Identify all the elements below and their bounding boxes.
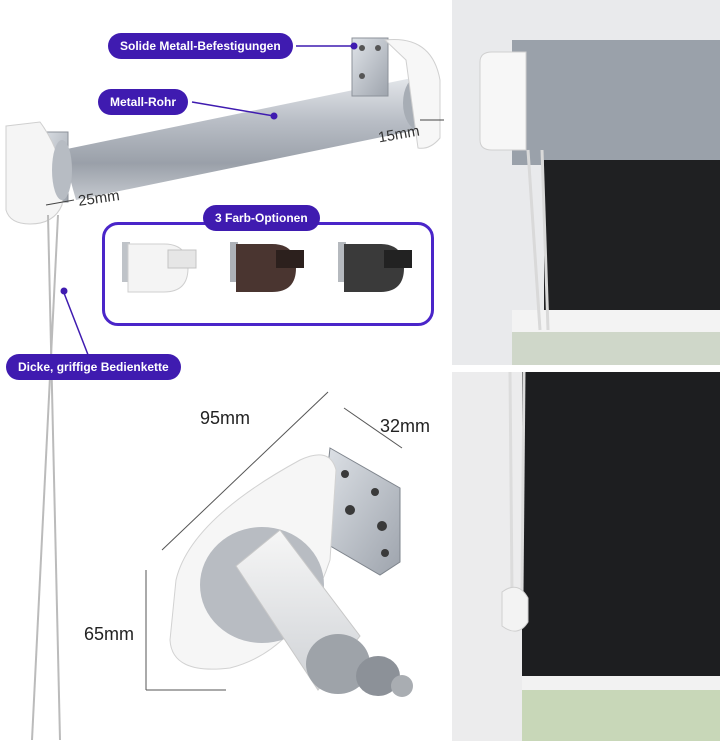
bead-chain-illustration [31, 214, 61, 741]
chain-marker [60, 287, 68, 295]
dim-width: 95mm [200, 408, 251, 428]
mounts-label: Solide Metall-Befestigungen [108, 33, 293, 59]
chain-label: Dicke, griffige Bedienkette [6, 354, 181, 380]
color-option-brown [230, 242, 304, 292]
right-end-bracket [351, 37, 441, 149]
bracket-dimension-lines [145, 391, 403, 691]
product-photo-bottom [452, 372, 720, 741]
bracket-closeup [169, 447, 413, 697]
tube-marker [270, 112, 278, 120]
left-end-bracket [5, 121, 72, 225]
dim-height: 65mm [84, 624, 135, 644]
dim-depth: 32mm [380, 416, 431, 436]
colors-label: 3 Farb-Optionen [203, 205, 320, 231]
leader-lines [63, 45, 352, 366]
mount-marker [350, 42, 358, 50]
tube-label: Metall-Rohr [98, 89, 188, 115]
color-option-icons [122, 242, 412, 293]
color-option-white [122, 242, 197, 293]
product-photo-top [452, 0, 720, 365]
tube-assembly-illustration [5, 37, 444, 741]
left-end-dim-line [45, 199, 75, 206]
color-option-anthracite [338, 242, 412, 292]
